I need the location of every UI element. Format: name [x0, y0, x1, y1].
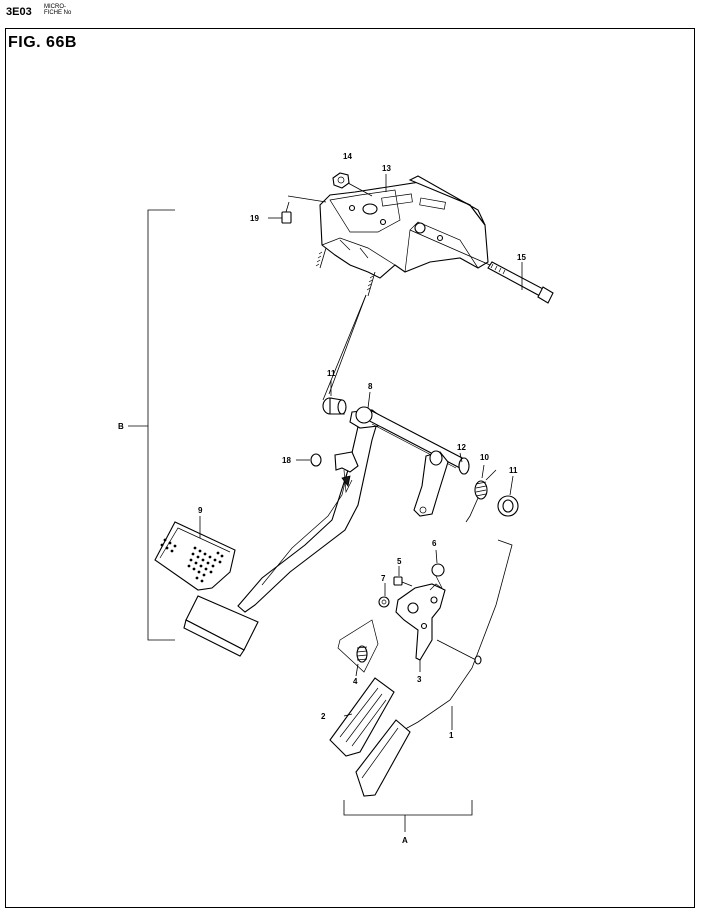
- stop-bracket-part-12: [413, 450, 463, 517]
- group-a-bracket: [343, 800, 473, 832]
- callout-1: 1: [449, 731, 454, 740]
- group-b-bracket: [128, 209, 175, 641]
- callout-18: 18: [282, 456, 291, 465]
- bolt-part-15: [409, 229, 554, 304]
- callout-3: 3: [417, 675, 422, 684]
- screw-part-5: [393, 566, 413, 587]
- callout-11-right: 11: [509, 466, 518, 475]
- guide-line: [322, 294, 367, 401]
- microfiche-code: 3E03: [6, 6, 32, 18]
- brake-pedal-arm: [237, 409, 381, 613]
- bracket-studs: [315, 247, 376, 297]
- figure-title: FIG. 66B: [8, 34, 77, 51]
- return-spring-part-10: [465, 464, 497, 523]
- callout-10: 10: [480, 453, 489, 462]
- callout-12: 12: [457, 443, 466, 452]
- callout-6: 6: [432, 539, 437, 548]
- guide-line: [328, 294, 367, 395]
- callout-5: 5: [397, 557, 402, 566]
- callout-19: 19: [250, 214, 259, 223]
- brake-pedal-pad-part-9: [154, 521, 236, 591]
- micro-label-line2: FICHE No: [44, 10, 72, 16]
- accelerator-rod-part-1: [397, 539, 513, 734]
- pedal-pivot-shaft: [355, 406, 470, 475]
- micro-label-line1: MICRO-: [44, 4, 66, 10]
- callout-9: 9: [198, 506, 203, 515]
- group-a-label: A: [402, 836, 408, 845]
- washer-part-7: [378, 583, 390, 608]
- callout-2: 2: [321, 712, 326, 721]
- spring-part-4: [337, 619, 379, 677]
- callout-7: 7: [381, 574, 386, 583]
- callout-11-left: 11: [327, 369, 336, 378]
- bolt-part-19: [268, 195, 327, 224]
- pedal-bracket: [319, 175, 489, 279]
- accelerator-bracket-part-3: [395, 583, 446, 672]
- callout-4: 4: [353, 677, 358, 686]
- leader-lines: [199, 174, 387, 717]
- callout-13: 13: [382, 164, 391, 173]
- callout-8: 8: [368, 382, 373, 391]
- group-b-label: B: [118, 422, 124, 431]
- clip-part-18: [296, 451, 359, 494]
- callout-14: 14: [343, 152, 352, 161]
- callout-15: 15: [517, 253, 526, 262]
- figure-frame: [5, 28, 695, 908]
- bushing-part-11-right: [497, 475, 519, 517]
- accelerator-pedal-part-2: [329, 677, 411, 797]
- nut-part-14: [332, 172, 373, 197]
- brake-pedal-foot: [183, 595, 259, 657]
- clip-part-6: [431, 549, 445, 589]
- microfiche-label: MICRO- FICHE No: [44, 4, 71, 16]
- bushing-part-11-left: [322, 380, 347, 415]
